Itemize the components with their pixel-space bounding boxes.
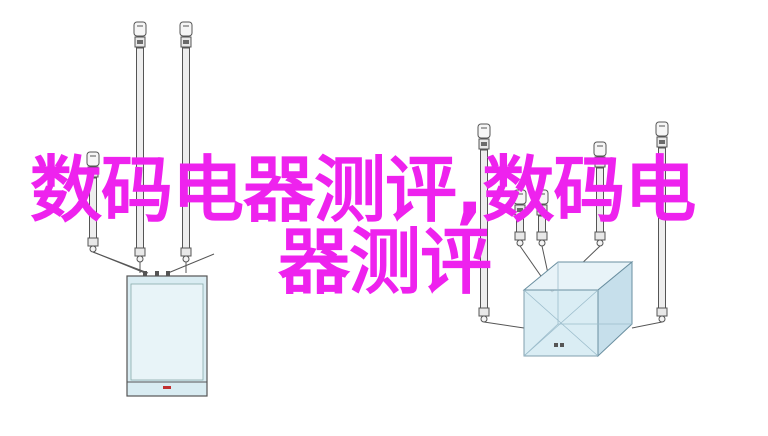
connector-lines <box>92 251 215 276</box>
test-tube-right-4-icon <box>593 141 607 247</box>
test-tube-center-b-icon <box>179 21 193 263</box>
test-tube-right-1-icon <box>477 123 491 323</box>
tank-icon <box>126 275 208 397</box>
left-apparatus <box>86 21 215 397</box>
title-line-2: 器测评 <box>278 220 492 304</box>
test-tube-right-5-icon <box>655 121 669 323</box>
test-tube-left-icon <box>86 151 100 253</box>
test-tube-right-2-icon <box>513 189 527 247</box>
title-line-1: 数码电器测评,数码电 <box>30 148 696 232</box>
test-tube-center-a-icon <box>133 21 147 263</box>
glass-box-icon <box>522 260 634 358</box>
test-tube-right-3-icon <box>535 189 549 247</box>
right-apparatus <box>477 121 669 358</box>
